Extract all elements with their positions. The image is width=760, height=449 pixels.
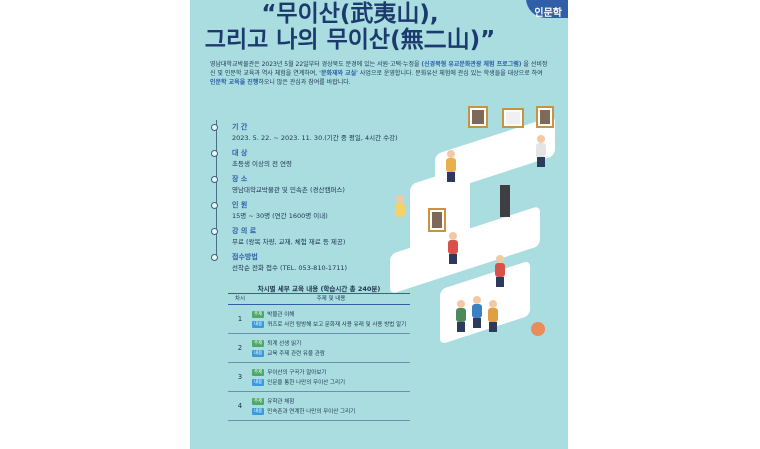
title-line-2: 그리고 나의 무이산(無二山)” bbox=[204, 27, 496, 53]
session-number: 2 bbox=[237, 344, 243, 352]
session-number: 1 bbox=[237, 315, 243, 323]
intro-highlight-b: '문화재와 교실' bbox=[319, 70, 358, 77]
tag-icon: 내용 bbox=[252, 378, 265, 386]
header-content: 주제 및 내용 bbox=[316, 296, 346, 302]
info-label: 강 의 료 bbox=[232, 227, 257, 235]
tag-icon: 주제 bbox=[252, 339, 265, 347]
tag-icon: 내용 bbox=[252, 407, 265, 415]
info-value: 초등생 이상의 전 연령 bbox=[232, 160, 293, 168]
tag-icon: 주제 bbox=[252, 368, 265, 376]
badge bbox=[526, 0, 568, 18]
curriculum-table: 차시별 세부 교육 내용 (학습시간 총 240분) 차시 주제 및 내용 1 … bbox=[228, 283, 410, 421]
info-label: 접수방법 bbox=[232, 253, 258, 261]
badge-text: 인문학 bbox=[534, 8, 562, 19]
painting-frame-1 bbox=[468, 106, 488, 128]
intro-paragraph: 영남대학교박물관은 2023년 5월 22일부터 경상북도 문경에 있는 서원·… bbox=[210, 60, 550, 87]
info-label: 장 소 bbox=[232, 175, 248, 183]
pedestal-decoration bbox=[500, 185, 510, 217]
table-header: 차시 주제 및 내용 bbox=[228, 294, 410, 305]
row-topic: 무이산의 구곡가 알아보기 bbox=[267, 370, 327, 376]
table-title: 차시별 세부 교육 내용 (학습시간 총 240분) bbox=[228, 283, 410, 294]
poster: 인문학 “무이산(武夷山), 그리고 나의 무이산(無二山)” 영남대학교박물관… bbox=[190, 0, 568, 449]
tag-icon: 내용 bbox=[252, 320, 265, 328]
tag-icon: 주제 bbox=[252, 310, 265, 318]
session-number: 4 bbox=[237, 402, 243, 410]
info-timeline bbox=[216, 120, 217, 260]
info-label: 기 간 bbox=[232, 123, 248, 131]
intro-highlight-a: (신경북형 유교문화관광 체험 프로그램) bbox=[421, 61, 522, 68]
row-detail: 퀴즈로 사전 탐방해 보고 문화재 사용 유래 및 사용 방법 알기 bbox=[267, 322, 407, 328]
header-session: 차시 bbox=[234, 296, 246, 302]
info-label: 대 상 bbox=[232, 149, 248, 157]
row-topic: 퇴계 선생 읽기 bbox=[267, 341, 302, 347]
intro-text-b: 을 선비정신 및 인문학 교육과 역사 체험을 연계하여, bbox=[210, 61, 548, 77]
intro-highlight-c: 인문학 교육을 진행 bbox=[210, 79, 259, 86]
info-value: 무료 (왕복 차량, 교재, 체험 재료 등 제공) bbox=[232, 238, 346, 246]
info-value: 2023. 5. 22. ~ 2023. 11. 30.(기간 중 평일, 4시… bbox=[232, 134, 398, 142]
row-detail: 인문을 통한 나만의 무이산 그리기 bbox=[267, 380, 346, 386]
info-label: 인 원 bbox=[232, 201, 248, 209]
row-detail: 민속촌과 연계한 나만의 무이산 그리기 bbox=[267, 409, 356, 415]
painting-frame-2 bbox=[502, 108, 524, 128]
row-detail: 교육 주제 관련 유물 관람 bbox=[267, 351, 325, 357]
intro-text-c: 사업으로 운영합니다. 문화유산 체험에 관심 있는 학생들을 대상으로 하여 bbox=[358, 70, 543, 77]
intro-text-d: 하오니 많은 관심과 참여를 바랍니다. bbox=[258, 79, 351, 86]
info-value: 15명 ~ 30명 (연간 1600명 이내) bbox=[232, 212, 328, 220]
painting-frame-4 bbox=[428, 208, 446, 232]
row-topic: 박물관 이해 bbox=[267, 312, 295, 318]
intro-text-a: 영남대학교박물관은 2023년 5월 22일부터 경상북도 문경에 있는 서원·… bbox=[210, 61, 422, 68]
row-topic: 유학관 체험 bbox=[267, 399, 295, 405]
info-value: 영남대학교박물관 및 민속촌 (경산캠퍼스) bbox=[232, 186, 345, 194]
title-line-1: “무이산(武夷山), bbox=[261, 1, 439, 27]
info-value: 선착순 전화 접수 (TEL. 053-810-1711) bbox=[232, 264, 348, 272]
painting-frame-3 bbox=[536, 106, 554, 128]
tag-icon: 주제 bbox=[252, 397, 265, 405]
tag-icon: 내용 bbox=[252, 349, 265, 357]
session-number: 3 bbox=[237, 373, 243, 381]
